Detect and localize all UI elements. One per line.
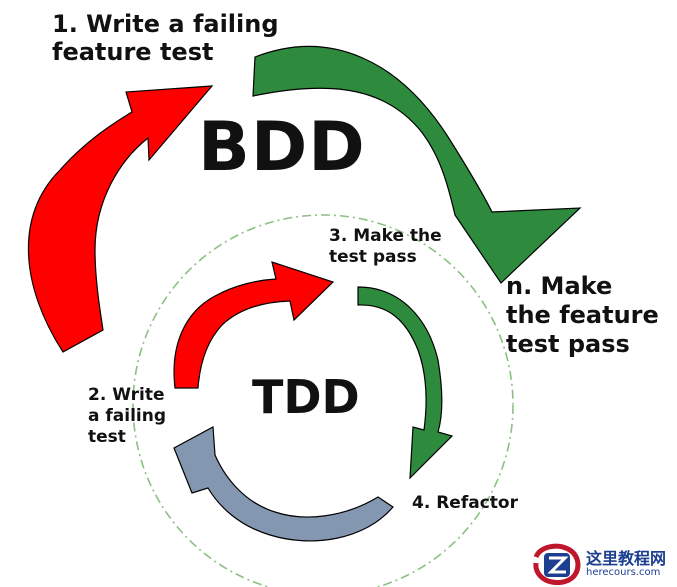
tdd-red-arrow	[173, 261, 335, 389]
step-n-label: n. Make the feature test pass	[506, 272, 659, 358]
bdd-green-arrow	[252, 45, 582, 284]
tdd-title: TDD	[252, 370, 360, 424]
step-2-label: 2. Write a failing test	[88, 385, 167, 447]
tdd-dashed-circle	[132, 214, 514, 587]
z-logo-icon	[533, 543, 581, 586]
bdd-title: BDD	[198, 108, 366, 187]
step-1-label: 1. Write a failing feature test	[52, 10, 279, 66]
step-4-label: 4. Refactor	[412, 493, 518, 513]
bdd-red-arrow	[27, 85, 214, 353]
watermark-url: herecours.com	[586, 567, 661, 578]
tdd-green-arrow	[357, 286, 454, 480]
step-3-label: 3. Make the test pass	[329, 226, 442, 267]
tdd-blue-arrow	[173, 426, 394, 542]
watermark-title: 这里教程网	[586, 549, 667, 568]
watermark-logo: 这里教程网 herecours.com	[530, 543, 675, 586]
